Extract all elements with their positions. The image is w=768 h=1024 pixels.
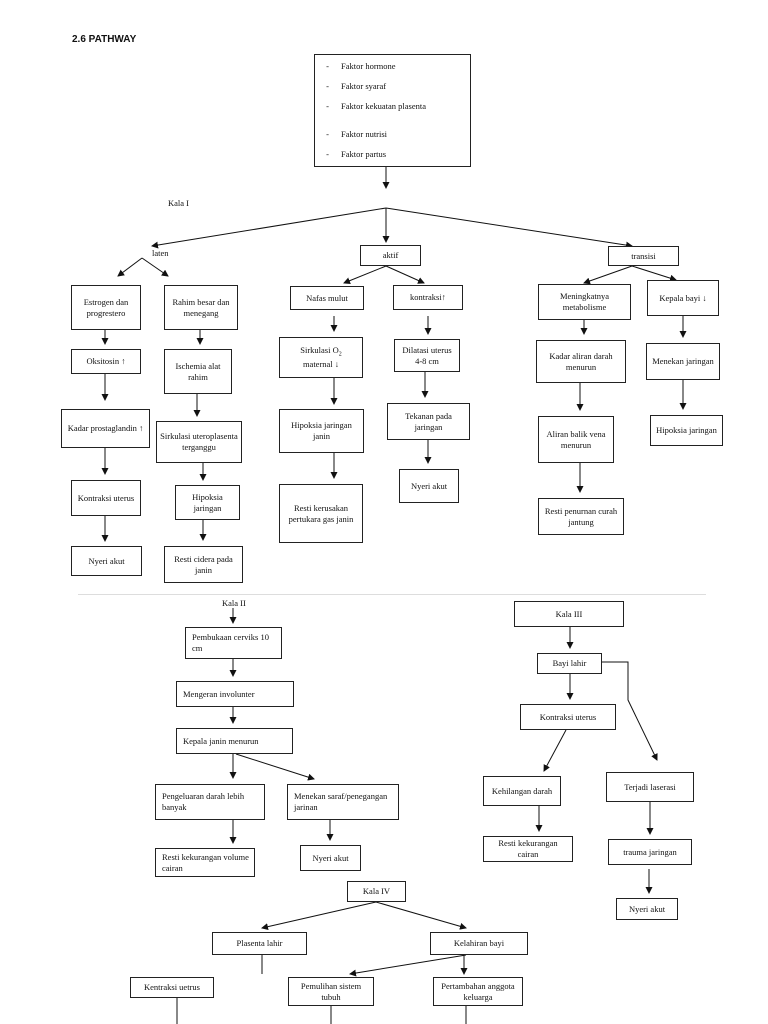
resti-cidera-box: Resti cidera pada janin xyxy=(164,546,243,583)
kontraksi-uterus-kala3-box: Kontraksi uterus xyxy=(520,704,616,730)
kala1-label: Kala I xyxy=(168,198,190,208)
mengeran-box: Mengeran involunter xyxy=(176,681,294,707)
resti-kerusakan-box: Resti kerusakan pertukara gas janin xyxy=(279,484,363,543)
kadar-aliran-box: Kadar aliran darah menurun xyxy=(536,340,626,383)
section-divider xyxy=(78,594,706,595)
hipoksia-janin-box: Hipoksia jaringan janin xyxy=(279,409,364,453)
pengeluaran-box: Pengeluaran darah lebih banyak xyxy=(155,784,265,820)
laserasi-box: Terjadi laserasi xyxy=(606,772,694,802)
kontraksi-aktif-box: kontraksi↑ xyxy=(393,285,463,310)
resti-penurunan-box: Resti penurnan curah jantung xyxy=(538,498,624,535)
kala2-label: Kala II xyxy=(222,598,246,608)
menekan-jaringan-box: Menekan jaringan xyxy=(646,343,720,380)
estrogen-box: Estrogen dan progrestero xyxy=(71,285,141,330)
nyeri-akut-kala3-box: Nyeri akut xyxy=(616,898,678,920)
kepala-janin-box: Kepala janin menurun xyxy=(176,728,293,754)
factor-item: -Faktor nutrisi xyxy=(326,129,388,139)
ischemia-box: Ischemia alat rahim xyxy=(164,349,232,394)
sirkulasi-utero-box: Sirkulasi uteroplasenta terganggu xyxy=(156,421,242,463)
pemulihan-box: Pemulihan sistem tubuh xyxy=(288,977,374,1006)
hipoksia-jaringan-box: Hipoksia jaringan xyxy=(175,485,240,520)
resti-volume-box: Resti kekurangan volume cairan xyxy=(155,848,255,877)
oksitosin-box: Oksitosin ↑ xyxy=(71,349,141,374)
plasenta-box: Plasenta lahir xyxy=(212,932,307,955)
page-heading: 2.6 PATHWAY xyxy=(72,34,137,45)
tekanan-box: Tekanan pada jaringan xyxy=(387,403,470,440)
hipoksia-jaringan-transisi-box: Hipoksia jaringan xyxy=(650,415,723,446)
nyeri-akut-aktif-box: Nyeri akut xyxy=(399,469,459,503)
kontraksi-kala4-box: Kentraksi uetrus xyxy=(130,977,214,998)
factor-item: -Faktor syaraf xyxy=(326,81,387,91)
prostaglandin-box: Kadar prostaglandin ↑ xyxy=(61,409,150,448)
factor-item: -Faktor partus xyxy=(326,149,387,159)
aktif-box: aktif xyxy=(360,245,421,266)
laten-label: laten xyxy=(152,248,169,258)
kelahiran-box: Kelahiran bayi xyxy=(430,932,528,955)
kontraksi-uterus-box: Kontraksi uterus xyxy=(71,480,141,516)
pembukaan-box: Pembukaan cerviks 10 cm xyxy=(185,627,282,659)
bayi-lahir-box: Bayi lahir xyxy=(537,653,602,674)
aliran-balik-box: Aliran balik vena menurun xyxy=(538,416,614,463)
nyeri-akut-box: Nyeri akut xyxy=(71,546,142,576)
transisi-box: transisi xyxy=(608,246,679,266)
kala4-box: Kala IV xyxy=(347,881,406,902)
meningkatnya-box: Meningkatnya metabolisme xyxy=(538,284,631,320)
dilatasi-box: Dilatasi uterus 4-8 cm xyxy=(394,339,460,372)
kehilangan-box: Kehilangan darah xyxy=(483,776,561,806)
nafas-mulut-box: Nafas mulut xyxy=(290,286,364,310)
factors-box: -Faktor hormone -Faktor syaraf -Faktor k… xyxy=(314,54,471,167)
nyeri-akut-kala2-box: Nyeri akut xyxy=(300,845,361,871)
rahim-box: Rahim besar dan menegang xyxy=(164,285,238,330)
kepala-bayi-box: Kepala bayi ↓ xyxy=(647,280,719,316)
pertambahan-box: Pertambahan anggota keluarga xyxy=(433,977,523,1006)
factor-item: -Faktor hormone xyxy=(326,61,396,71)
trauma-box: trauma jaringan xyxy=(608,839,692,865)
factor-item: -Faktor kekuatan plasenta xyxy=(326,101,426,111)
kala3-box: Kala III xyxy=(514,601,624,627)
resti-cairan-box: Resti kekurangan cairan xyxy=(483,836,573,862)
menekan-saraf-box: Menekan saraf/penegangan jarinan xyxy=(287,784,399,820)
